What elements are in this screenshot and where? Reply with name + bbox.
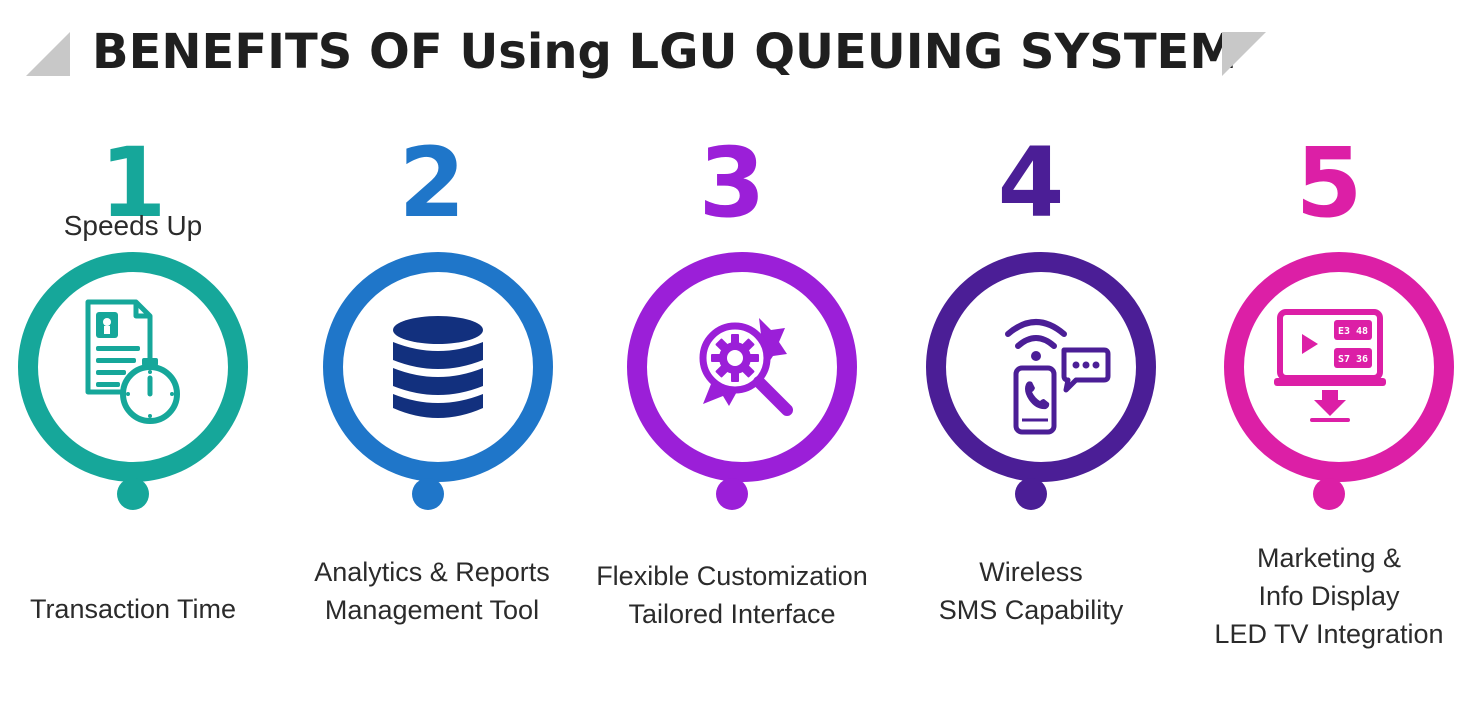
caption-line: Transaction Time — [29, 594, 237, 624]
phone-wireless-chat-icon — [1005, 319, 1111, 435]
benefit-number: 1 — [99, 127, 167, 239]
caption-line: Tailored Interface — [628, 599, 836, 629]
benefit-ring — [627, 252, 857, 482]
page-title: BENEFITS OF Using LGU QUEUING SYSTEM — [92, 24, 1238, 80]
document-stopwatch-icon — [85, 299, 180, 424]
benefit-caption: Marketing & Info Display LED TV Integrat… — [1164, 539, 1472, 653]
benefit-dot — [412, 478, 444, 510]
benefit-3: 3 Flexible Customization Tailored Interf… — [587, 0, 877, 704]
benefit-dot — [716, 478, 748, 510]
benefit-ring — [926, 252, 1156, 482]
benefit-caption: Transaction Time — [0, 590, 298, 628]
title-bar: BENEFITS OF Using LGU QUEUING SYSTEM — [0, 22, 1472, 86]
benefit-number: 4 — [997, 127, 1065, 239]
benefit-5: 5 E3 48 S7 36 Marketing & Info Display L… — [1184, 0, 1472, 704]
caption-line: SMS Capability — [938, 595, 1124, 625]
benefit-caption: Flexible Customization Tailored Interfac… — [567, 557, 897, 633]
caption-line: Marketing & — [1256, 543, 1402, 573]
caption-line: Wireless — [979, 557, 1083, 587]
caption-line: Management Tool — [324, 595, 540, 625]
benefit-4: 4 Wireless SMS Capability — [886, 0, 1176, 704]
benefit-number: 2 — [398, 127, 466, 239]
caption-line: Analytics & Reports — [314, 557, 550, 587]
screen-text-bottom: S7 36 — [1338, 354, 1368, 365]
caption-line: Flexible Customization — [596, 561, 868, 591]
benefit-ring: E3 48 S7 36 — [1224, 252, 1454, 482]
benefit-caption: Wireless SMS Capability — [866, 553, 1196, 629]
led-tv-display-icon: E3 48 S7 36 — [1274, 309, 1386, 422]
benefit-1: 1 Speeds Up — [0, 0, 278, 704]
right-triangle-decoration — [1222, 32, 1266, 76]
database-icon — [393, 316, 483, 418]
benefit-subtitle: Speeds Up — [63, 210, 203, 241]
caption-line: LED TV Integration — [1214, 619, 1444, 649]
benefit-number: 3 — [698, 127, 766, 239]
left-triangle-decoration — [26, 32, 70, 76]
benefit-ring — [323, 252, 553, 482]
benefit-ring — [18, 252, 248, 482]
benefit-2: 2 Analytics & Reports Management Tool — [287, 0, 577, 704]
gear-magnifier-icon — [699, 318, 793, 416]
screen-text-top: E3 48 — [1338, 326, 1368, 337]
benefit-dot — [117, 478, 149, 510]
benefit-dot — [1015, 478, 1047, 510]
benefit-number: 5 — [1295, 127, 1363, 239]
benefit-dot — [1313, 478, 1345, 510]
benefit-caption: Analytics & Reports Management Tool — [267, 553, 597, 629]
caption-line: Info Display — [1258, 581, 1400, 611]
